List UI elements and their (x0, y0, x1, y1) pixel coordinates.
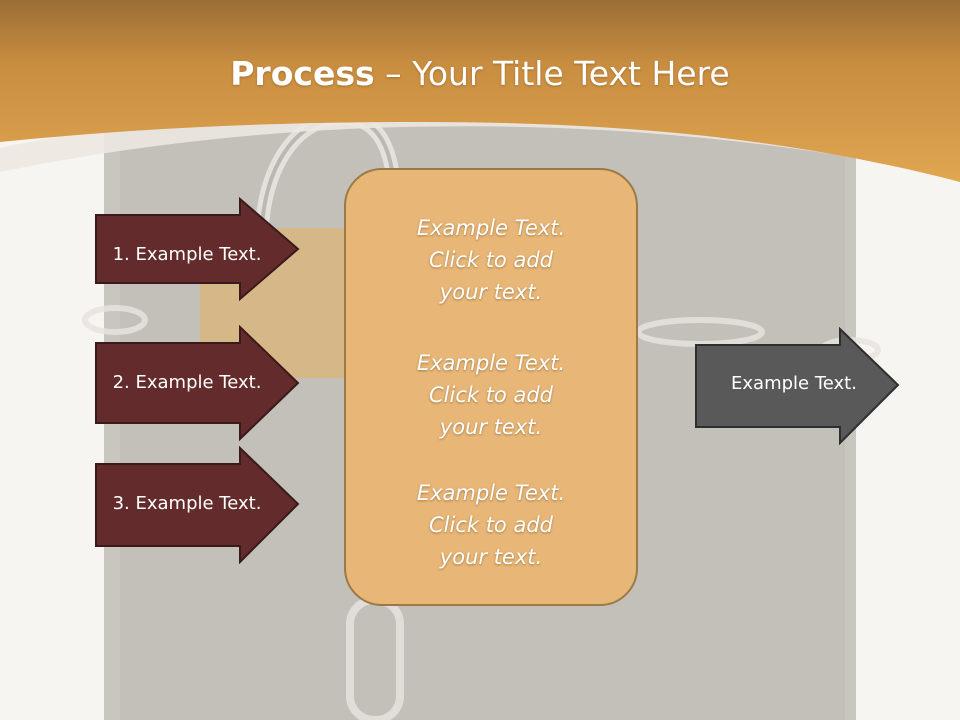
center-block-2-line-1: Example Text. (416, 351, 566, 375)
arrow-2-shape[interactable] (94, 325, 300, 441)
center-block-3-line-2: Click to add (428, 513, 553, 537)
right-arrow-label: Example Text. (731, 373, 857, 394)
center-block-2-line-2: Click to add (428, 383, 553, 407)
center-block-1-line-3: your text. (439, 280, 543, 304)
center-block-3-line-1: Example Text. (416, 481, 566, 505)
center-text-block-3[interactable]: Example Text. Click to add your text. (344, 477, 638, 573)
center-block-1-line-1: Example Text. (416, 216, 566, 240)
arrow-1-label: 1. Example Text. (112, 244, 262, 265)
arrow-3-label: 3. Example Text. (112, 493, 262, 514)
center-text-block-2[interactable]: Example Text. Click to add your text. (344, 347, 638, 443)
title-bold: Process (230, 54, 375, 93)
title-rest: – Your Title Text Here (374, 54, 730, 93)
header-band (0, 0, 960, 182)
slide-title: Process – Your Title Text Here (0, 52, 960, 96)
arrow-2-label: 2. Example Text. (112, 372, 262, 393)
arrow-3-shape[interactable] (94, 446, 300, 564)
center-block-1-line-2: Click to add (428, 248, 553, 272)
arrow-1-shape[interactable] (94, 197, 300, 301)
right-arrow-shape[interactable] (694, 327, 900, 445)
center-block-2-line-3: your text. (439, 415, 543, 439)
center-block-3-line-3: your text. (439, 545, 543, 569)
center-text-box[interactable] (344, 168, 638, 606)
center-text-block-1[interactable]: Example Text. Click to add your text. (344, 212, 638, 308)
